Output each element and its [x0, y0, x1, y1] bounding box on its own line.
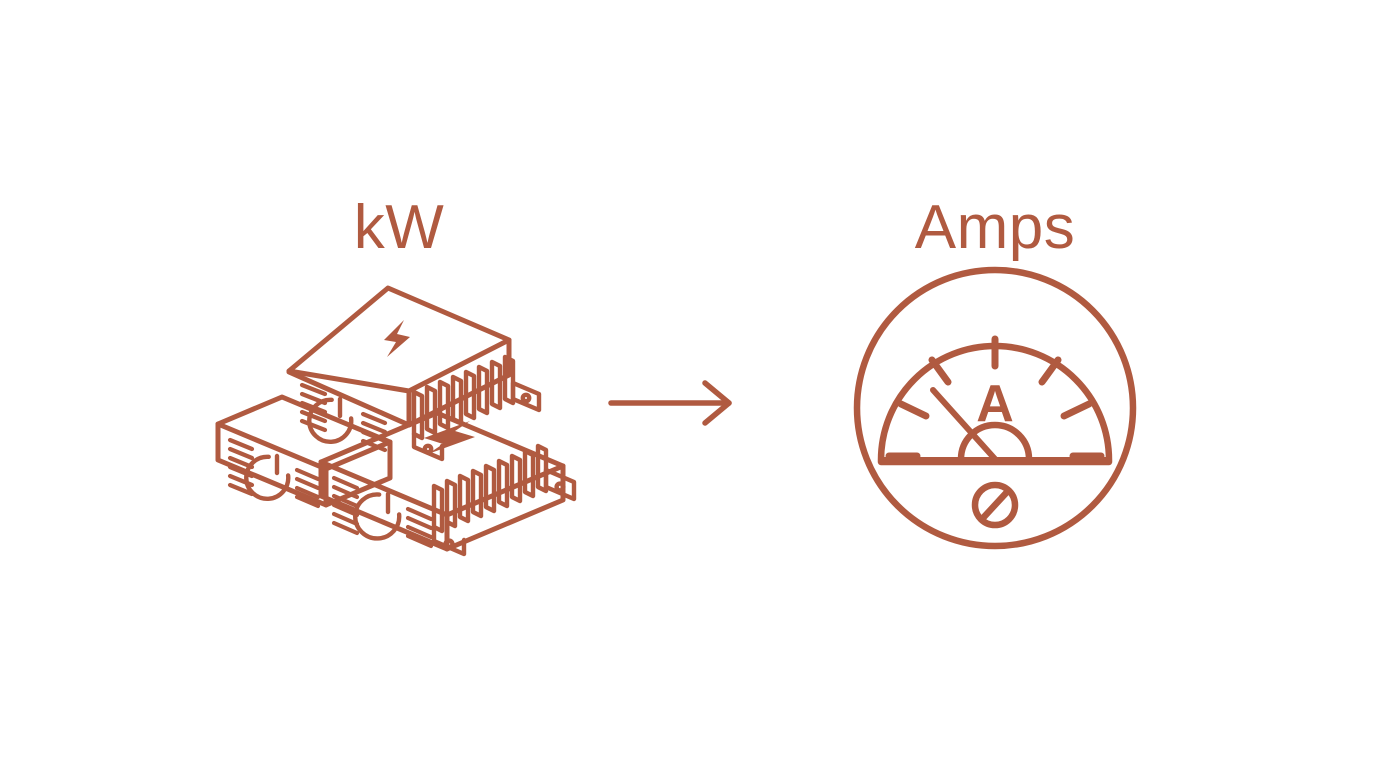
vent-slots-bottom-left-b — [294, 467, 321, 509]
power-symbol-top — [307, 396, 354, 444]
ammeter-dial-face — [877, 342, 1113, 466]
lightning-bolt-top — [384, 320, 410, 357]
vent-slots-top-b — [360, 411, 388, 453]
power-supply-stack-icon — [215, 285, 577, 557]
analog-ammeter-icon: A — [853, 266, 1137, 550]
lightning-bolt-middle — [424, 421, 475, 454]
left-label-kw: kW — [354, 193, 445, 262]
ammeter-tick-marks — [885, 335, 1105, 460]
ammeter-needle-hub — [957, 421, 1033, 463]
right-label-amps: Amps — [915, 193, 1075, 262]
vent-slots-bottom-right-right — [405, 506, 434, 549]
power-symbol-bottom-left — [244, 453, 291, 501]
zero-adjust-screw-icon — [971, 481, 1019, 529]
arrow-right-icon — [608, 380, 732, 426]
psu-bottom-left-unit — [215, 394, 393, 509]
ammeter-outer-bezel — [853, 266, 1137, 550]
psu-top-unit — [286, 285, 542, 462]
psu-bottom-left-body — [215, 394, 393, 508]
heatsink-fins-top — [411, 354, 542, 462]
power-symbol-bottom-right — [353, 491, 402, 541]
ammeter-needle — [930, 387, 998, 462]
